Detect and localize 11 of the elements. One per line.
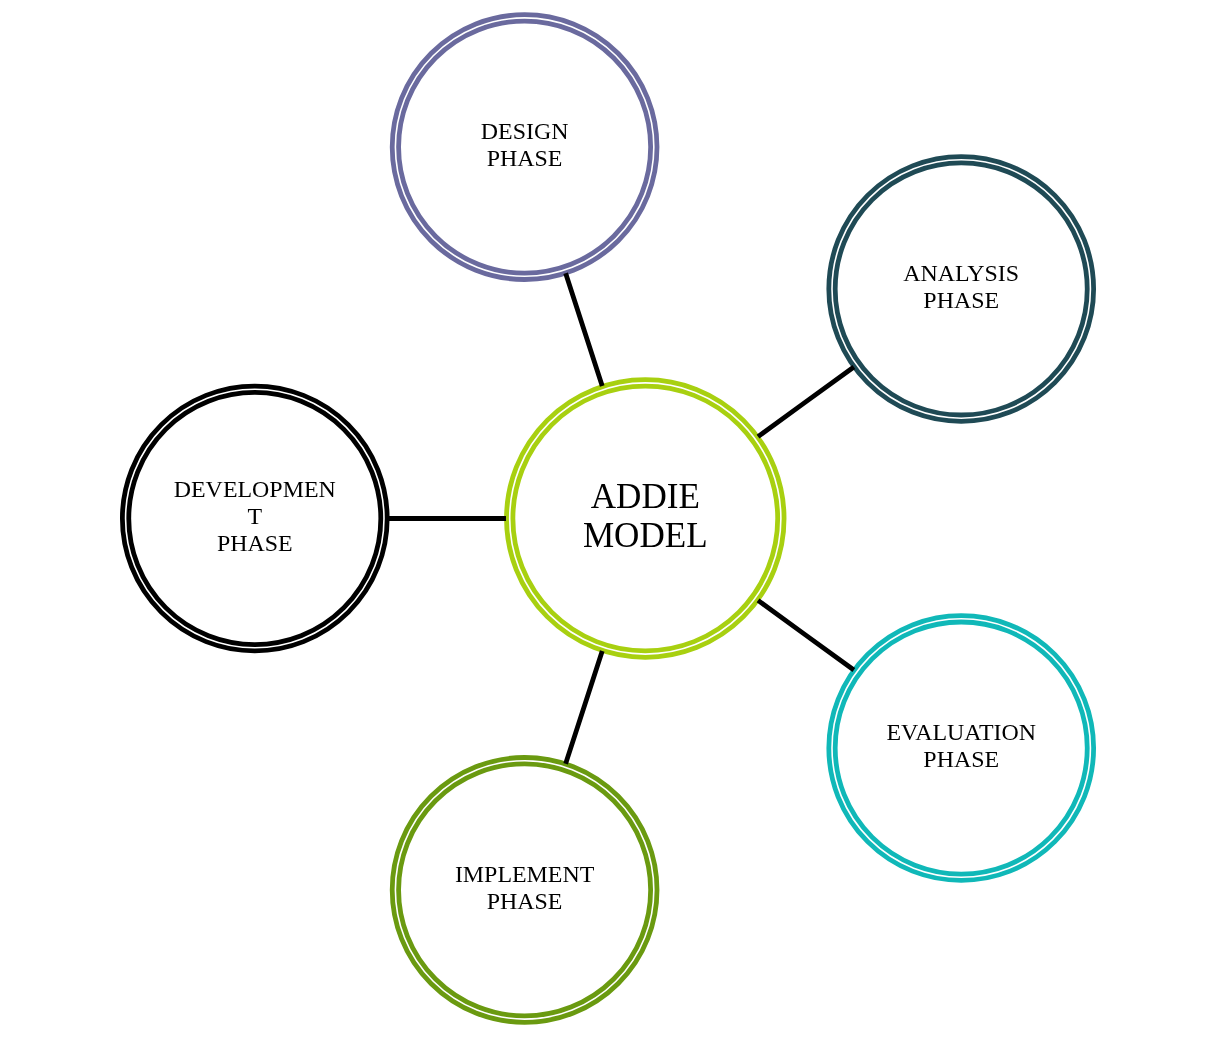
node-circle: ANALYSIS PHASE xyxy=(825,154,1096,424)
node-circle: IMPLEMENT PHASE xyxy=(389,755,659,1025)
node-circle: EVALUATION PHASE xyxy=(825,613,1096,883)
connector xyxy=(562,650,604,765)
connector xyxy=(387,516,506,521)
node-circle: DEVELOPMEN T PHASE xyxy=(119,383,390,654)
connector xyxy=(562,272,604,387)
node-circle: ADDIE MODEL xyxy=(503,377,786,660)
node-circle: DESIGN PHASE xyxy=(389,12,659,282)
connector xyxy=(756,598,855,672)
connector xyxy=(756,365,855,439)
